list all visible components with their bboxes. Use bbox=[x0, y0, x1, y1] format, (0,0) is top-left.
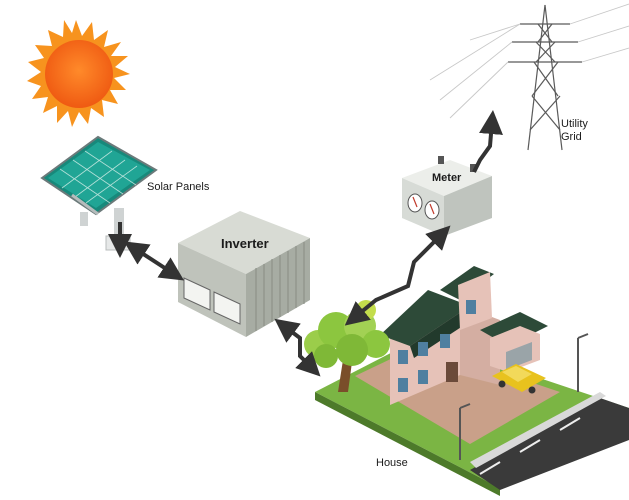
label-utility-grid-line2: Grid bbox=[561, 131, 582, 143]
utility-tower-icon bbox=[429, 3, 629, 151]
inverter-icon bbox=[178, 211, 310, 337]
solar-panel-icon bbox=[40, 135, 158, 251]
car-icon bbox=[492, 364, 546, 394]
label-inverter: Inverter bbox=[221, 236, 269, 251]
label-house: House bbox=[376, 457, 408, 469]
lamp-post bbox=[459, 333, 589, 460]
flow-arrows bbox=[108, 110, 503, 377]
label-utility-grid: Utility Grid bbox=[561, 118, 588, 144]
house-lot bbox=[315, 338, 629, 496]
label-solar-panels: Solar Panels bbox=[147, 181, 210, 193]
sun-icon bbox=[27, 20, 130, 127]
label-meter: Meter bbox=[432, 172, 462, 184]
label-utility-grid-line1: Utility bbox=[561, 118, 588, 130]
meter-icon bbox=[402, 156, 492, 236]
